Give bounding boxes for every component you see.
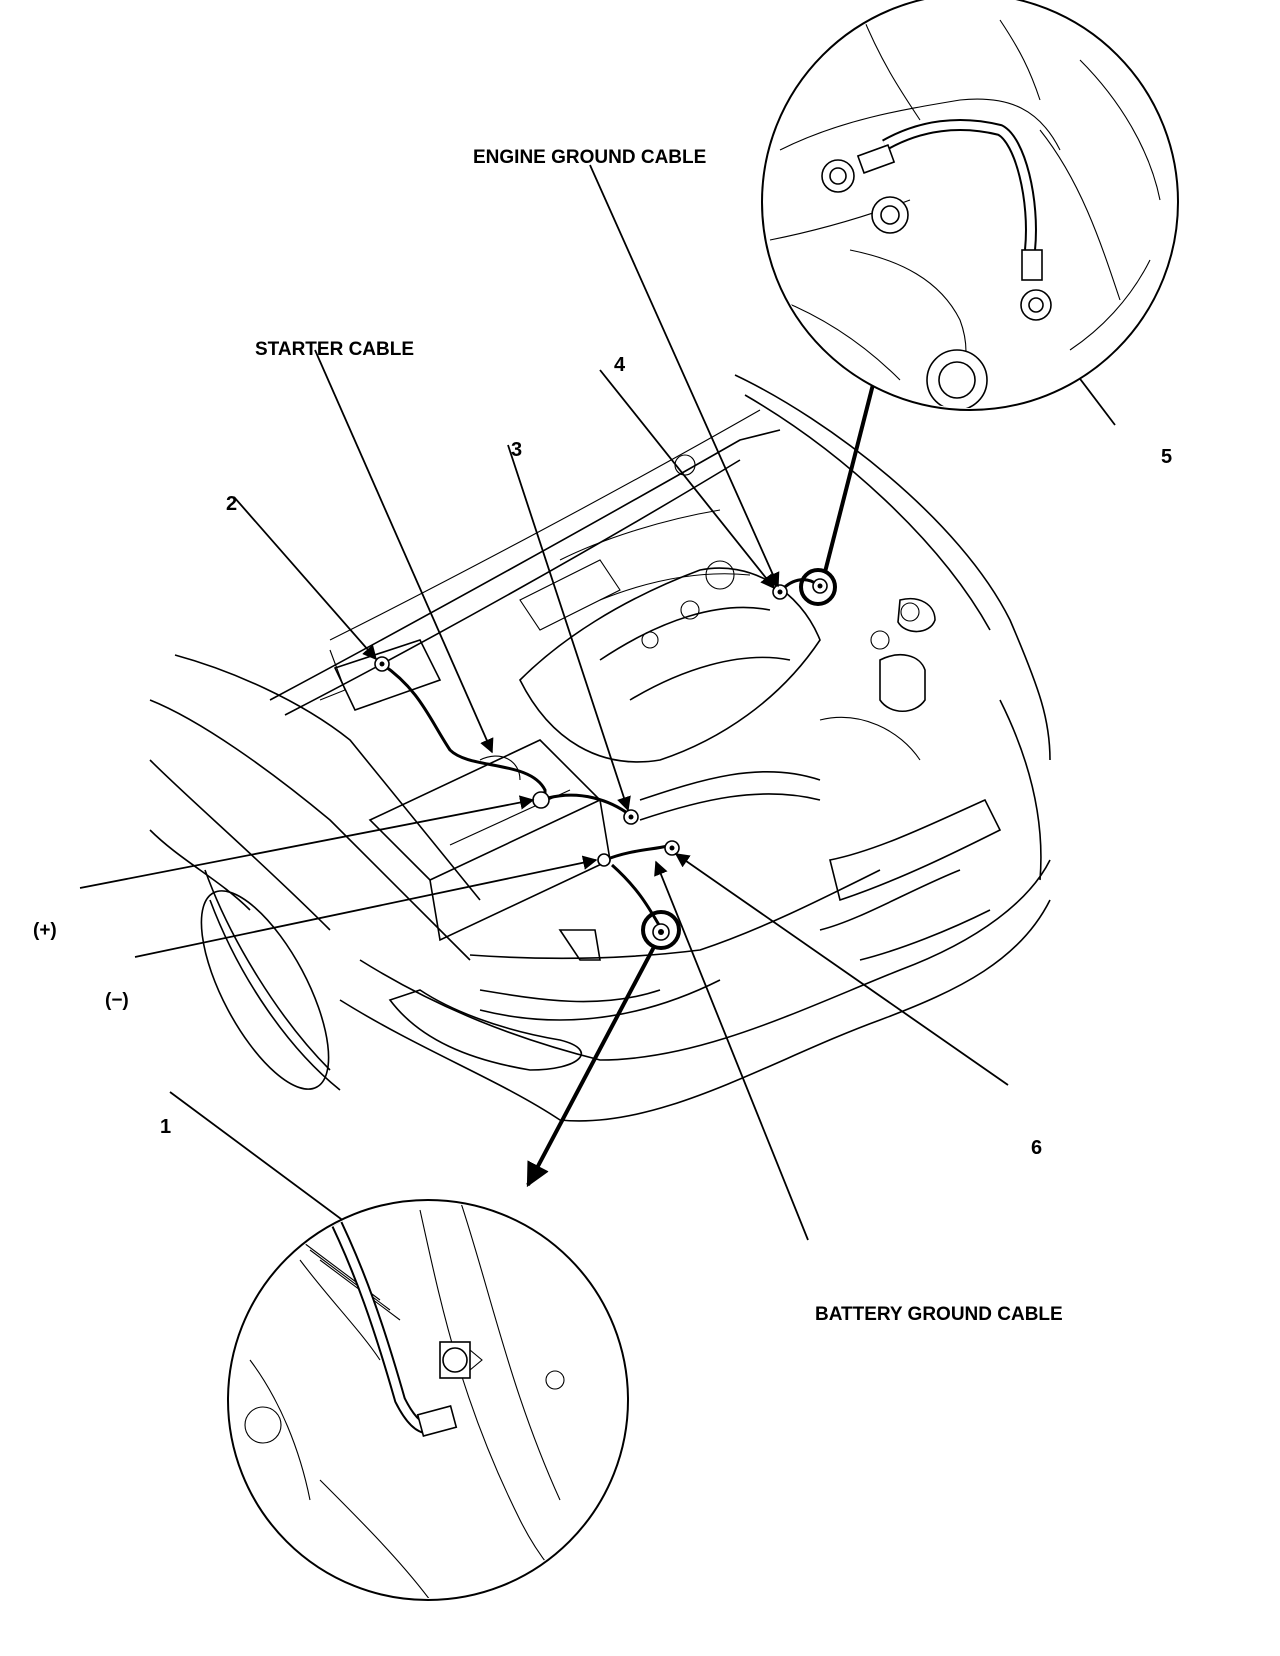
leader-2 [233,496,377,661]
callout-1: 1 [160,1116,172,1138]
leader-engine-ground [589,164,780,588]
label-negative-terminal: (−) [105,990,129,1011]
callout-3: 3 [511,439,523,461]
callout-5: 5 [1161,446,1173,468]
leader-3 [507,444,631,812]
label-starter-cable: STARTER CABLE [255,339,415,360]
positive-terminal-bolt [532,791,550,809]
leader-starter-cable [314,349,494,754]
callout-2: 2 [226,493,238,515]
label-engine-ground-cable: ENGINE GROUND CABLE [473,147,707,168]
engine-components [319,409,936,942]
negative-terminal-bolt [597,853,611,867]
leader-4 [599,369,775,590]
detail-view-engine-ground [761,0,1179,411]
callout-4: 4 [614,354,626,376]
label-positive-terminal: (+) [33,920,57,941]
callout-6: 6 [1031,1137,1043,1159]
leader-battery-ground [654,860,809,1241]
leader-negative [134,855,598,958]
detail-highlight-engine-ground [799,568,837,606]
leader-6 [674,853,1009,1086]
cables [381,578,819,931]
bolts [374,568,837,950]
leader-positive [79,795,535,889]
detail-highlight-battery-ground [641,910,681,950]
detail-view-battery-ground [227,1199,629,1601]
arrow-to-battery-ground-detail [526,944,657,1188]
leader-lines [79,164,1116,1283]
label-battery-ground-cable: BATTERY GROUND CABLE [815,1304,1063,1325]
car-body-outline [149,374,1051,1122]
